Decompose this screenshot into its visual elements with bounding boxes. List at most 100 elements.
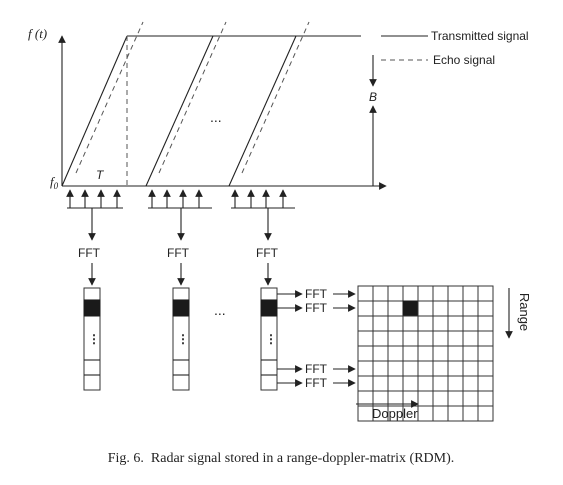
- rdm-cell: [447, 315, 464, 332]
- rdm-cell: [357, 360, 374, 377]
- fft2-label-2: FFT: [305, 301, 328, 315]
- transmitted-chirps: [61, 35, 361, 187]
- rdm-cell: [372, 345, 389, 362]
- rdm-cell: [357, 345, 374, 362]
- rdm-cell: [447, 405, 464, 422]
- fft2-label-3: FFT: [305, 362, 328, 376]
- rdm-cell: [477, 390, 494, 407]
- vector-dots-1: ⋮: [88, 332, 100, 346]
- sample-group-3: [231, 189, 295, 241]
- rdm-cell: [462, 315, 479, 332]
- rdm-cell: [447, 360, 464, 377]
- rdm-cell: [462, 405, 479, 422]
- range-vector-1: ⋮: [83, 287, 101, 391]
- rdm-cell: [417, 375, 434, 392]
- rdm-cell: [387, 360, 404, 377]
- rdm-cell: [477, 405, 494, 422]
- echo-1: [75, 21, 144, 174]
- rdm-cell: [447, 285, 464, 302]
- echo-3: [241, 21, 310, 174]
- rdm-cell: [462, 300, 479, 317]
- rdm-cell: [417, 345, 434, 362]
- rdm-cell: [447, 300, 464, 317]
- rdm-cell: [477, 345, 494, 362]
- rdm-cell: [432, 360, 449, 377]
- rdm-cell: [477, 285, 494, 302]
- chirp-2-rise: [145, 35, 214, 187]
- range-vector-3: ⋮: [260, 287, 278, 391]
- rdm-cell: [417, 390, 434, 407]
- rdm-cell: [387, 345, 404, 362]
- fft2-label-1: FFT: [305, 287, 328, 301]
- rdm-cell: [462, 330, 479, 347]
- rdm-cell: [417, 405, 434, 422]
- rdm-cell: [402, 315, 419, 332]
- sample-group-1: [66, 189, 123, 241]
- rdm-cell: [402, 285, 419, 302]
- echo-2: [158, 21, 227, 174]
- vector-dots-2: ⋮: [177, 332, 189, 346]
- legend-transmitted: Transmitted signal: [431, 29, 529, 43]
- rdm-cell: [357, 300, 374, 317]
- rdm-cell: [432, 345, 449, 362]
- rdm-cell: [417, 330, 434, 347]
- vector-dots-3: ⋮: [265, 332, 277, 346]
- rdm-cell: [462, 390, 479, 407]
- sample-group-2: [148, 189, 212, 241]
- rdm-cell: [372, 375, 389, 392]
- doppler-label: Doppler: [372, 406, 418, 421]
- rdm-cell: [417, 300, 434, 317]
- rdm-cell: [447, 390, 464, 407]
- rdm-cell: [447, 330, 464, 347]
- legend-echo: Echo signal: [433, 53, 495, 67]
- rdm-cell: [447, 375, 464, 392]
- fft-label-3: FFT: [256, 246, 279, 260]
- rdm-cell: [387, 330, 404, 347]
- chirps-ellipsis: ...: [210, 109, 222, 125]
- echo-chirps: [75, 21, 310, 186]
- rdm-cell: [387, 315, 404, 332]
- rdm-cell: [477, 330, 494, 347]
- rdm-cell: [432, 315, 449, 332]
- vectors-ellipsis: ...: [214, 302, 226, 318]
- rdm-cell: [462, 285, 479, 302]
- rdm-cell: [462, 360, 479, 377]
- second-fft-arrows: FFT FFT FFT FFT: [277, 287, 356, 390]
- rdm-cell: [402, 375, 419, 392]
- rdm-cell: [477, 315, 494, 332]
- rdm-cell: [387, 285, 404, 302]
- rdm-cell: [477, 360, 494, 377]
- rdm-cell: [372, 330, 389, 347]
- rdm-cell: [432, 300, 449, 317]
- rdm-cell: [372, 360, 389, 377]
- rdm-cell: [372, 285, 389, 302]
- period-label: T: [96, 168, 105, 182]
- rdm-cell: [432, 405, 449, 422]
- rdm-cell: [432, 285, 449, 302]
- rdm-cell: [462, 345, 479, 362]
- fft-label-2: FFT: [167, 246, 190, 260]
- rdm-cell: [432, 390, 449, 407]
- rdm-cell: [477, 300, 494, 317]
- rdm-cell: [477, 375, 494, 392]
- rdm-cell: [387, 300, 404, 317]
- rdm-cell: [357, 375, 374, 392]
- range-vector-2: ⋮: [172, 287, 190, 391]
- rdm-cell: [357, 330, 374, 347]
- rdm-cell: [402, 360, 419, 377]
- rdm-cell: [402, 330, 419, 347]
- y-axis-label: f (t): [28, 26, 47, 41]
- rdm-cell: [417, 360, 434, 377]
- range-doppler-matrix: [357, 285, 494, 422]
- fft2-label-4: FFT: [305, 376, 328, 390]
- figure-caption: Fig. 6. Radar signal stored in a range-d…: [108, 451, 455, 466]
- bandwidth-label: B: [369, 90, 377, 104]
- range-label: Range: [517, 293, 532, 331]
- chirp-1-rise: [61, 35, 128, 187]
- chirp-3-rise: [228, 35, 297, 187]
- rdm-cell: [417, 315, 434, 332]
- rdm-cell: [357, 315, 374, 332]
- rdm-cell: [372, 300, 389, 317]
- rdm-cell: [462, 375, 479, 392]
- rdm-cell: [357, 285, 374, 302]
